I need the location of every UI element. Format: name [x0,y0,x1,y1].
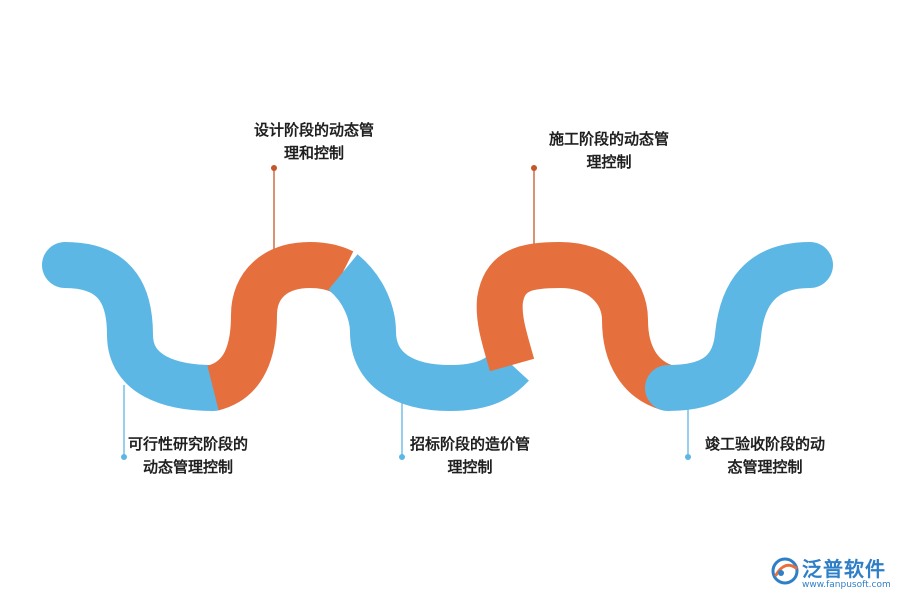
wave-segment-construction [476,241,676,411]
brand-name: 泛普软件 [802,557,886,581]
connector-dot-design [271,165,277,171]
stage-label-construction-line2: 理控制 [586,153,632,171]
stage-label-bidding-line1: 招标阶段的造价管 [410,435,531,453]
stage-label-completion: 竣工验收阶段的动 态管理控制 [705,433,825,479]
stage-label-design: 设计阶段的动态管 理和控制 [254,119,374,165]
connector-dot-bidding [399,454,405,460]
stage-label-feasibility-line2: 动态管理控制 [143,458,234,476]
brand-logo: 泛普软件 www.fanpusoft.com [768,553,893,595]
connector-dot-feasibility [121,454,127,460]
stage-label-design-line2: 理和控制 [284,144,345,162]
wave-segment-design [205,241,354,411]
stage-label-bidding: 招标阶段的造价管 理控制 [410,433,530,479]
wave-segment-feasibility [42,242,236,411]
stage-label-feasibility: 可行性研究阶段的 动态管理控制 [128,433,248,479]
wave-segment-bidding [327,254,529,412]
stage-label-bidding-line2: 理控制 [447,458,493,476]
connector-dot-construction [531,165,537,171]
stage-label-construction: 施工阶段的动态管 理控制 [549,128,669,174]
stage-label-completion-line1: 竣工验收阶段的动 [705,435,826,453]
stage-label-construction-line1: 施工阶段的动态管 [549,130,670,148]
brand-url: www.fanpusoft.com [802,580,891,590]
wave-segment-completion [645,242,833,411]
stage-label-design-line1: 设计阶段的动态管 [254,121,375,139]
connector-dot-completion [685,454,691,460]
stage-label-feasibility-line1: 可行性研究阶段的 [128,435,249,453]
stage-label-completion-line2: 态管理控制 [727,458,803,476]
fanpu-logo-icon [771,557,799,585]
